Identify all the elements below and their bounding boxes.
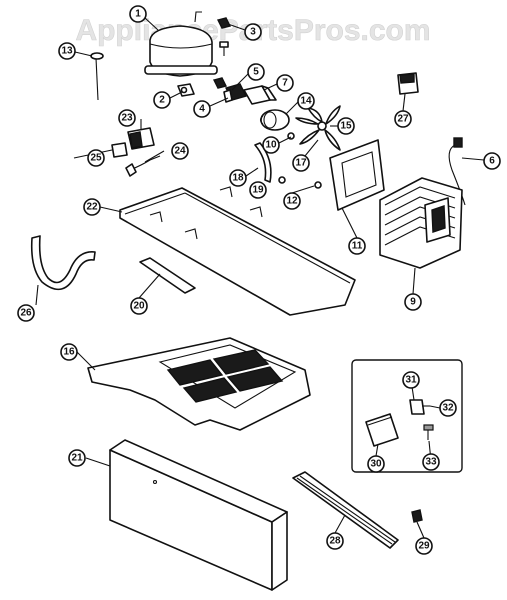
callout-5: 5	[247, 63, 265, 81]
drain-hose	[30, 235, 96, 291]
compressor	[144, 11, 218, 77]
callout-11-label: 11	[352, 241, 363, 252]
callout-18-label: 18	[232, 173, 244, 184]
callout-2: 2	[153, 91, 171, 109]
callout-4-label: 4	[199, 104, 205, 115]
drain-heater	[448, 137, 466, 206]
callout-31: 31	[402, 371, 420, 389]
callout-14-label: 14	[300, 96, 312, 107]
callout-20-label: 20	[133, 301, 145, 312]
callout-24: 24	[171, 142, 189, 160]
leader-lines	[35, 17, 485, 539]
callout-18: 18	[229, 169, 247, 187]
grommet-part	[212, 77, 228, 89]
clip-part	[411, 509, 423, 523]
callout-6: 6	[483, 152, 501, 170]
bolt-part	[423, 424, 434, 440]
callout-13-label: 13	[61, 46, 73, 57]
start-device-assembly	[111, 127, 155, 158]
capillary-tube	[90, 52, 104, 101]
callout-2-label: 2	[159, 95, 165, 106]
callout-22: 22	[83, 198, 101, 216]
callout-1: 1	[129, 5, 147, 23]
callout-28: 28	[326, 532, 344, 550]
bracket-part	[365, 413, 399, 447]
callout-19-label: 19	[252, 185, 264, 196]
callout-19: 19	[249, 181, 267, 199]
callout-24-label: 24	[174, 146, 186, 157]
callout-26: 26	[17, 304, 35, 322]
callout-7-label: 7	[282, 78, 288, 89]
callout-29-label: 29	[418, 541, 430, 552]
callout-10: 10	[262, 136, 280, 154]
start-capacitor	[243, 85, 277, 105]
condenser	[379, 177, 463, 269]
callout-9: 9	[404, 293, 422, 311]
callout-29: 29	[415, 537, 433, 555]
callout-31-label: 31	[405, 375, 417, 386]
callout-32: 32	[439, 399, 457, 417]
callout-30: 30	[367, 455, 385, 473]
grommet-part	[216, 17, 232, 29]
callout-23: 23	[118, 109, 136, 127]
callout-13: 13	[58, 42, 76, 60]
callout-21: 21	[68, 449, 86, 467]
callout-10-label: 10	[265, 140, 277, 151]
front-grille	[292, 471, 399, 549]
callout-27-label: 27	[397, 114, 409, 125]
fan-motor	[259, 109, 290, 131]
callout-33: 33	[422, 453, 440, 471]
callout-11: 11	[348, 237, 366, 255]
clamp-part	[409, 399, 430, 415]
callout-7: 7	[276, 74, 294, 92]
callout-9-label: 9	[410, 297, 416, 308]
callout-14: 14	[297, 92, 315, 110]
callout-12: 12	[283, 192, 301, 210]
callout-4: 4	[193, 100, 211, 118]
callout-32-label: 32	[442, 403, 454, 414]
base-plate	[119, 186, 356, 316]
callout-21-label: 21	[71, 453, 83, 464]
callout-17: 17	[292, 154, 310, 172]
callout-12-label: 12	[286, 196, 298, 207]
screw-part	[314, 181, 322, 189]
callout-25: 25	[87, 149, 105, 167]
callout-23-label: 23	[121, 113, 133, 124]
callout-30-label: 30	[370, 459, 382, 470]
callout-26-label: 26	[20, 308, 32, 319]
callout-15: 15	[337, 117, 355, 135]
callout-25-label: 25	[90, 153, 102, 164]
callout-22-label: 22	[86, 202, 98, 213]
toe-grille-panel	[109, 439, 288, 591]
callout-3-label: 3	[250, 27, 256, 38]
callout-6-label: 6	[489, 156, 495, 167]
wire-harness	[125, 155, 161, 177]
callout-17-label: 17	[295, 158, 307, 169]
drain-pan	[87, 337, 311, 431]
fan-blade	[295, 105, 341, 151]
callout-20: 20	[130, 297, 148, 315]
overload-part	[177, 83, 195, 97]
screw-part	[278, 176, 286, 184]
terminal-cover	[397, 72, 419, 95]
mounting-bolt	[219, 41, 229, 56]
callout-5-label: 5	[253, 67, 259, 78]
callout-27: 27	[394, 110, 412, 128]
callout-15-label: 15	[340, 121, 352, 132]
callout-33-label: 33	[425, 457, 437, 468]
callout-16-label: 16	[63, 347, 75, 358]
callout-16: 16	[60, 343, 78, 361]
inset-box	[351, 359, 463, 473]
callout-1-label: 1	[135, 9, 141, 20]
fan-shroud	[329, 139, 385, 211]
callout-28-label: 28	[329, 536, 341, 547]
callout-3: 3	[244, 23, 262, 41]
air-duct	[139, 257, 196, 294]
